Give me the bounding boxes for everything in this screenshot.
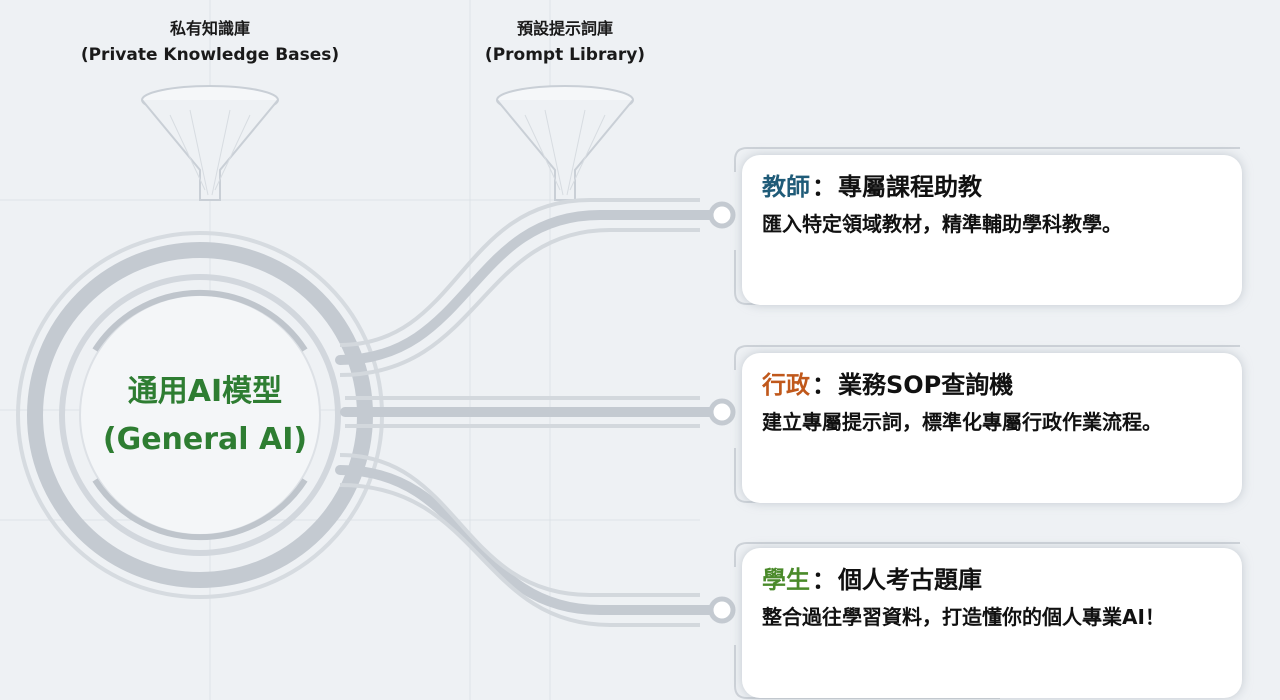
prompt-library-label: 預設提示詞庫 (Prompt Library) [385, 16, 745, 68]
teacher-description: 匯入特定領域教材，精準輔助學科教學。 [762, 212, 1122, 236]
teacher-title: 專屬課程助教 [838, 173, 982, 201]
prompt-library-en: (Prompt Library) [484, 45, 646, 65]
teacher-card-title: 教師：專屬課程助教 [762, 167, 982, 202]
private-knowledge-en: (Private Knowledge Bases) [80, 45, 340, 65]
prompt-funnel-icon [496, 85, 634, 201]
title-separator: ： [812, 371, 836, 399]
general-ai-en: (General AI) [102, 422, 308, 457]
student-title: 個人考古題庫 [838, 566, 982, 594]
admin-title: 業務SOP查詢機 [838, 371, 1014, 399]
title-separator: ： [812, 173, 836, 201]
title-separator: ： [812, 566, 836, 594]
admin-description: 建立專屬提示詞，標準化專屬行政作業流程。 [762, 410, 1162, 434]
general-ai-circle [16, 231, 384, 599]
student-card-title: 學生：個人考古題庫 [762, 560, 982, 595]
private-knowledge-zh: 私有知識庫 [169, 19, 250, 38]
general-ai-label: 通用AI模型 (General AI) [60, 368, 350, 464]
admin-card-title: 行政：業務SOP查詢機 [762, 365, 1013, 400]
teacher-role: 教師 [762, 173, 810, 201]
general-ai-zh: 通用AI模型 [127, 374, 283, 409]
admin-role: 行政 [762, 371, 810, 399]
teacher-card: 教師：專屬課程助教 匯入特定領域教材，精準輔助學科教學。 [742, 155, 1242, 305]
prompt-library-zh: 預設提示詞庫 [516, 19, 613, 38]
student-description: 整合過往學習資料，打造懂你的個人專業AI！ [762, 605, 1165, 629]
student-card: 學生：個人考古題庫 整合過往學習資料，打造懂你的個人專業AI！ [742, 548, 1242, 698]
private-knowledge-label: 私有知識庫 (Private Knowledge Bases) [30, 16, 390, 68]
knowledge-funnel-icon [141, 85, 279, 201]
admin-card: 行政：業務SOP查詢機 建立專屬提示詞，標準化專屬行政作業流程。 [742, 353, 1242, 503]
student-role: 學生 [762, 566, 810, 594]
